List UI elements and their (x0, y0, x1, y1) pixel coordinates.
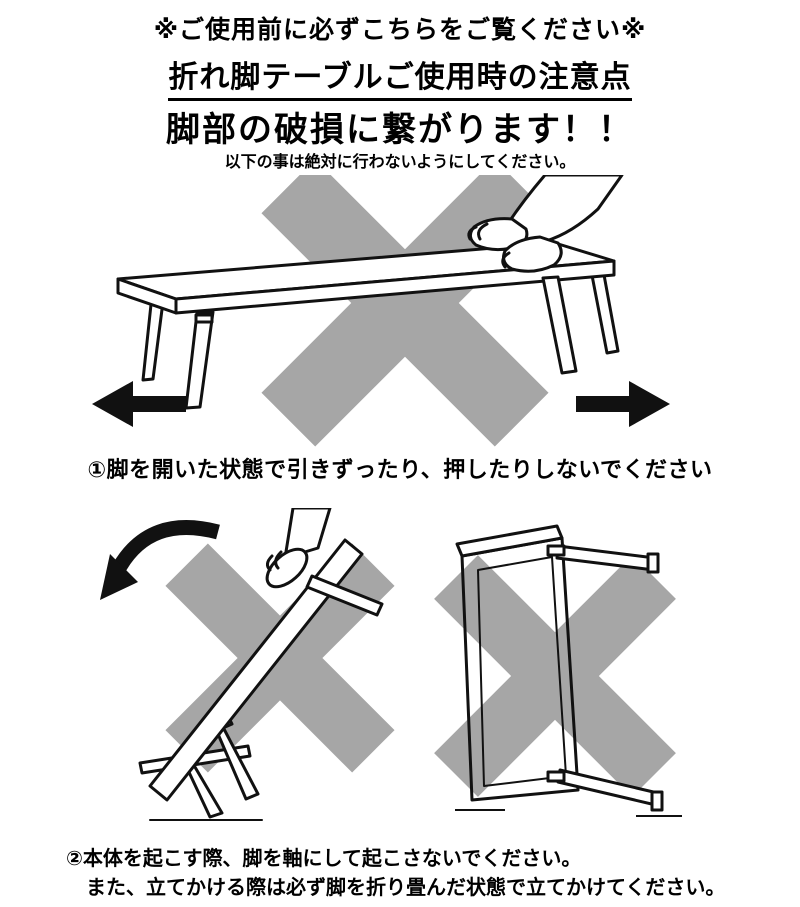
figure-lift-prohibited (100, 508, 682, 821)
figure-drag-prohibited (92, 175, 670, 447)
page-title: 折れ脚テーブルご使用時の注意点 (168, 52, 632, 101)
prohibition-note: 以下の事は絶対に行わないようにしてください。 (224, 154, 576, 171)
x-cross-icon (434, 555, 676, 797)
curved-arrow-icon (100, 520, 220, 600)
caption-2: ②本体を起こす際、脚を軸にして起こさないでください。 また、立てかける際は必ず脚… (66, 845, 780, 903)
pre-use-notice: ※ご使用前に必ずこちらをご覧ください※ (153, 16, 647, 44)
arrow-right-icon (576, 381, 670, 427)
table-illustration (116, 241, 620, 410)
tilted-table-illustration (138, 508, 384, 821)
caption-1: ①脚を開いた状態で引きずったり、押したりしないでください (87, 457, 713, 482)
caption-2-line-1: ②本体を起こす際、脚を軸にして起こさないでください。 (66, 848, 582, 870)
x-cross-icon (261, 175, 549, 447)
caption-2-line-2: また、立てかける際は必ず脚を折り畳んだ状態で立てかけてください。 (86, 877, 726, 899)
arrow-left-icon (92, 381, 186, 427)
damage-warning: 脚部の破損に繋がります！！ (166, 111, 634, 149)
title-row: 折れ脚テーブルご使用時の注意点 (0, 52, 800, 101)
upright-table-illustration (455, 524, 682, 817)
hands-illustration (467, 175, 624, 273)
